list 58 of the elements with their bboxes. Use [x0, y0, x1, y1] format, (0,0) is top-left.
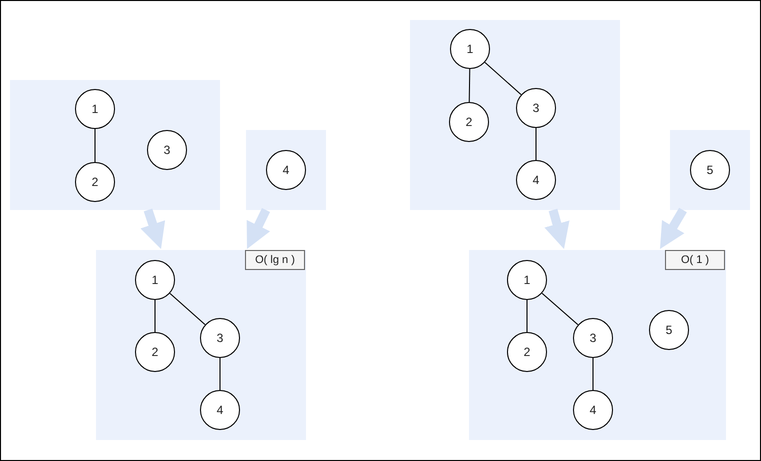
tree-edge: [468, 68, 470, 102]
complexity-text: O( 1 ): [680, 254, 710, 266]
node-number: 2: [524, 345, 530, 359]
group-panel: [246, 130, 326, 210]
block-arrow: [544, 208, 570, 249]
tree-node-circle: [690, 150, 730, 190]
complexity-text: O( lg n ): [255, 254, 295, 266]
tree-edge: [592, 358, 594, 390]
tree-node-circle: [649, 310, 689, 350]
tree-node-circle: [266, 150, 306, 190]
tree-node-circle: [516, 88, 556, 128]
node-number: 3: [590, 331, 596, 345]
tree-node-circle: [450, 29, 490, 69]
tree-node-circle: [75, 162, 115, 202]
node-number: 1: [524, 273, 530, 287]
tree-edge: [542, 292, 578, 326]
block-arrow: [660, 208, 687, 249]
complexity-label: [665, 250, 725, 270]
tree-node-circle: [573, 390, 613, 430]
node-number: 5: [666, 323, 672, 337]
node-number: 3: [532, 101, 540, 115]
node-number: 2: [92, 175, 98, 189]
tree-node-circle: [449, 102, 489, 142]
complexity-label: [245, 250, 305, 270]
tree-node-circle: [507, 332, 547, 372]
node-number: 4: [216, 403, 224, 417]
node-number: 4: [282, 163, 290, 177]
block-arrow: [246, 208, 270, 249]
group-panel: [10, 80, 220, 210]
node-number: 4: [590, 403, 596, 417]
node-number: 1: [152, 273, 158, 287]
tree-edge: [526, 300, 528, 332]
group-panel: [469, 250, 726, 440]
node-number: 2: [466, 115, 472, 129]
tree-node-circle: [200, 318, 240, 358]
tree-edge: [484, 62, 522, 96]
node-number: 5: [706, 163, 714, 177]
tree-node-circle: [507, 260, 547, 300]
node-number: 3: [164, 143, 170, 157]
tree-node-circle: [75, 89, 115, 129]
tree-node-circle: [200, 390, 240, 430]
tree-node-circle: [147, 130, 187, 170]
group-panel: [410, 20, 620, 210]
group-panel: [96, 250, 306, 440]
block-arrow: [140, 208, 166, 249]
tree-node-circle: [135, 332, 175, 372]
tree-edge: [154, 300, 156, 332]
tree-node-circle: [516, 160, 556, 200]
node-number: 4: [532, 173, 540, 187]
tree-edge: [169, 292, 206, 326]
group-panel: [670, 130, 750, 210]
tree-edge: [94, 128, 96, 162]
tree-node-circle: [135, 260, 175, 300]
node-number: 3: [216, 331, 224, 345]
node-number: 1: [92, 102, 98, 116]
tree-node-circle: [573, 318, 613, 358]
node-number: 2: [152, 345, 158, 359]
node-number: 1: [466, 42, 474, 56]
